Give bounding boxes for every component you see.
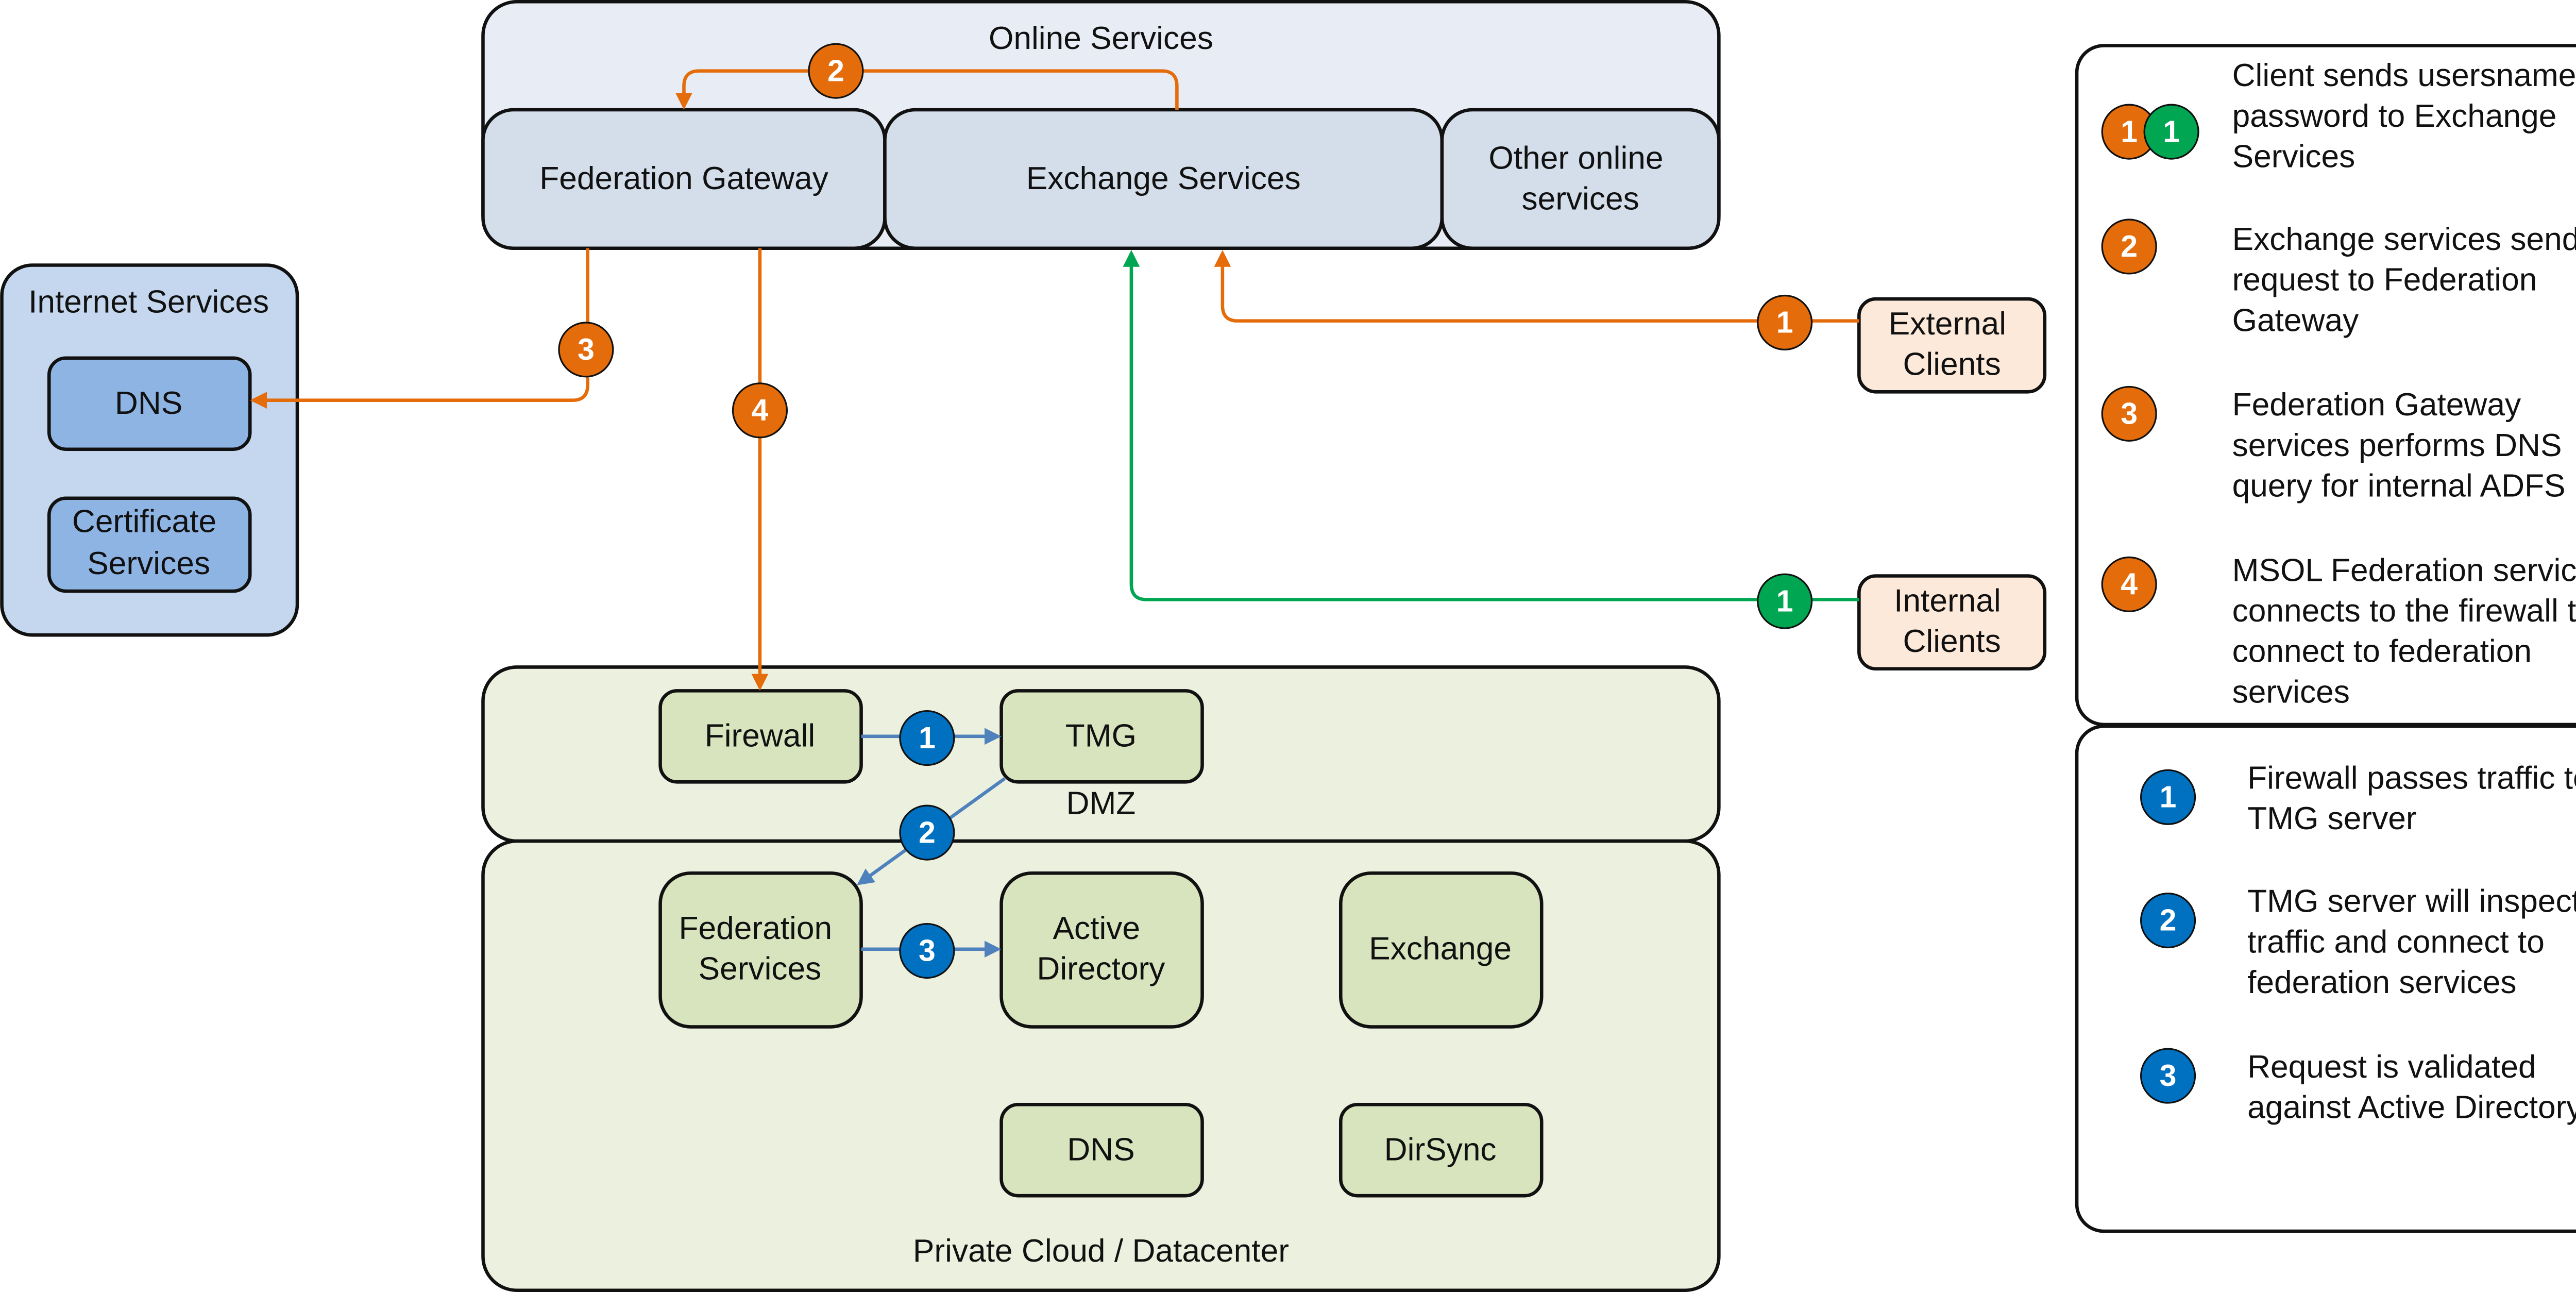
legend-badge-orange bbox=[2101, 556, 2157, 612]
legend-badge-blue bbox=[2140, 769, 2196, 825]
legend-online-item: 1 1 Client sends usersname and password … bbox=[2101, 58, 2576, 174]
svg-text:2: 2 bbox=[2160, 904, 2177, 937]
private-dns-box bbox=[999, 1102, 1204, 1198]
svg-text:3: 3 bbox=[2121, 397, 2138, 431]
private-cloud-group: Federation Services Active Directory Exc… bbox=[481, 839, 1721, 1292]
clients-group: External Clients Internal Clients bbox=[1857, 297, 2047, 671]
svg-text:1: 1 bbox=[1776, 584, 1793, 618]
private-dns-label: DNS bbox=[1067, 1132, 1134, 1167]
legend-online-text: MSOL Federation service connects to the … bbox=[2232, 552, 2576, 710]
tmg-label: TMG bbox=[1065, 718, 1137, 753]
svg-text:1: 1 bbox=[2121, 115, 2138, 148]
federation-gateway-label: Federation Gateway bbox=[539, 161, 828, 196]
badge-firewall-4: 4 bbox=[732, 382, 788, 439]
certificate-services-box bbox=[47, 496, 252, 593]
badge-fed-ad-3: 3 bbox=[899, 922, 955, 979]
dmz-group: Firewall TMG DMZ bbox=[481, 665, 1721, 843]
svg-text:2: 2 bbox=[827, 54, 844, 88]
legend-private-item: 2 TMG server will inspect traffic and co… bbox=[2140, 884, 2576, 1000]
flow-badges: 1 1 2 3 4 1 2 3 bbox=[558, 43, 1813, 979]
legend-private-item: 1 Firewall passes traffic to TMG server bbox=[2140, 760, 2576, 836]
arrow-external-to-exchange bbox=[1214, 250, 1859, 323]
legend-badge-blue bbox=[2140, 1048, 2196, 1104]
tmg-box bbox=[999, 689, 1204, 784]
badge-dns-3: 3 bbox=[558, 322, 614, 378]
badge-gateway-2: 2 bbox=[808, 43, 864, 99]
svg-text:2: 2 bbox=[919, 816, 936, 849]
external-clients-label: External Clients bbox=[1889, 306, 2015, 382]
legend-online-item: 2 Exchange services sends request to Fed… bbox=[2101, 219, 2576, 338]
online-services-group: Online Services Federation Gateway Excha… bbox=[481, 0, 1721, 250]
dmz-title: DMZ bbox=[1066, 786, 1136, 821]
svg-text:1: 1 bbox=[2160, 780, 2177, 814]
certificate-services-label: Certificate Services bbox=[72, 504, 226, 581]
internet-services-group: Internet Services DNS Certificate Servic… bbox=[0, 263, 299, 637]
badge-fw-tmg-1: 1 bbox=[899, 710, 955, 766]
svg-text:2: 2 bbox=[2121, 230, 2138, 263]
internet-dns-box bbox=[47, 356, 252, 451]
legend-private-text: TMG server will inspect traffic and conn… bbox=[2247, 884, 2576, 1000]
svg-text:3: 3 bbox=[2160, 1059, 2177, 1093]
legend-badge-green bbox=[2143, 104, 2199, 160]
badge-external-1: 1 bbox=[1757, 294, 1813, 351]
badge-tmg-fed-2: 2 bbox=[899, 804, 955, 861]
legend-online-item: 3 Federation Gateway services performs D… bbox=[2101, 385, 2571, 504]
private-cloud-title: Private Cloud / Datacenter bbox=[913, 1233, 1289, 1269]
active-directory-label: Active Directory bbox=[1037, 911, 1165, 987]
dirsync-box bbox=[1338, 1102, 1544, 1198]
other-online-services-box bbox=[1440, 108, 1721, 250]
svg-text:4: 4 bbox=[752, 394, 769, 427]
svg-text:1: 1 bbox=[2163, 115, 2180, 148]
internet-services-title: Internet Services bbox=[28, 284, 269, 320]
federation-services-box bbox=[658, 871, 863, 1029]
legend-badge-blue bbox=[2140, 892, 2196, 949]
legend-private-text: Request is validated against Active Dire… bbox=[2247, 1049, 2576, 1126]
exchange-box bbox=[1338, 871, 1544, 1029]
internet-dns-label: DNS bbox=[115, 385, 182, 421]
svg-text:4: 4 bbox=[2121, 568, 2138, 601]
svg-text:3: 3 bbox=[578, 333, 595, 366]
svg-text:3: 3 bbox=[919, 934, 936, 968]
internal-clients-label: Internal Clients bbox=[1894, 583, 2010, 659]
legend-private-text: Firewall passes traffic to TMG server bbox=[2247, 760, 2576, 836]
exchange-services-label: Exchange Services bbox=[1026, 161, 1301, 196]
federation-services-label: Federation Services bbox=[679, 911, 841, 987]
svg-text:1: 1 bbox=[1776, 306, 1793, 340]
arrow-exchange-to-gateway bbox=[675, 69, 1179, 110]
active-directory-box bbox=[999, 871, 1204, 1029]
legend-private-panel bbox=[2075, 724, 2576, 1233]
dirsync-label: DirSync bbox=[1384, 1132, 1497, 1167]
firewall-label: Firewall bbox=[705, 718, 815, 753]
legend-online-text: Exchange services sends request to Feder… bbox=[2232, 222, 2576, 338]
legend-private-item: 3 Request is validated against Active Di… bbox=[2140, 1048, 2576, 1126]
internal-clients-box bbox=[1857, 574, 2047, 671]
legend-badge-orange bbox=[2101, 219, 2157, 275]
badge-internal-1: 1 bbox=[1757, 573, 1813, 629]
other-online-services-label: Other online services bbox=[1488, 141, 1672, 217]
arrow-internal-to-exchange bbox=[1123, 250, 1859, 601]
arrow-gateway-to-dns bbox=[250, 248, 589, 409]
online-services-title: Online Services bbox=[989, 21, 1213, 56]
legend-badge-orange bbox=[2101, 385, 2157, 442]
exchange-label: Exchange bbox=[1369, 931, 1512, 966]
legend-online-text: Federation Gateway services performs DNS… bbox=[2232, 387, 2571, 504]
legend-online-text: Client sends usersname and password to E… bbox=[2232, 58, 2576, 174]
svg-text:1: 1 bbox=[919, 721, 936, 755]
external-clients-box bbox=[1857, 297, 2047, 394]
legend-online-item: 4 MSOL Federation service connects to th… bbox=[2101, 552, 2576, 710]
legend-private: 1 Firewall passes traffic to TMG server … bbox=[2075, 724, 2576, 1233]
legend-online: 1 1 Client sends usersname and password … bbox=[2075, 44, 2576, 727]
